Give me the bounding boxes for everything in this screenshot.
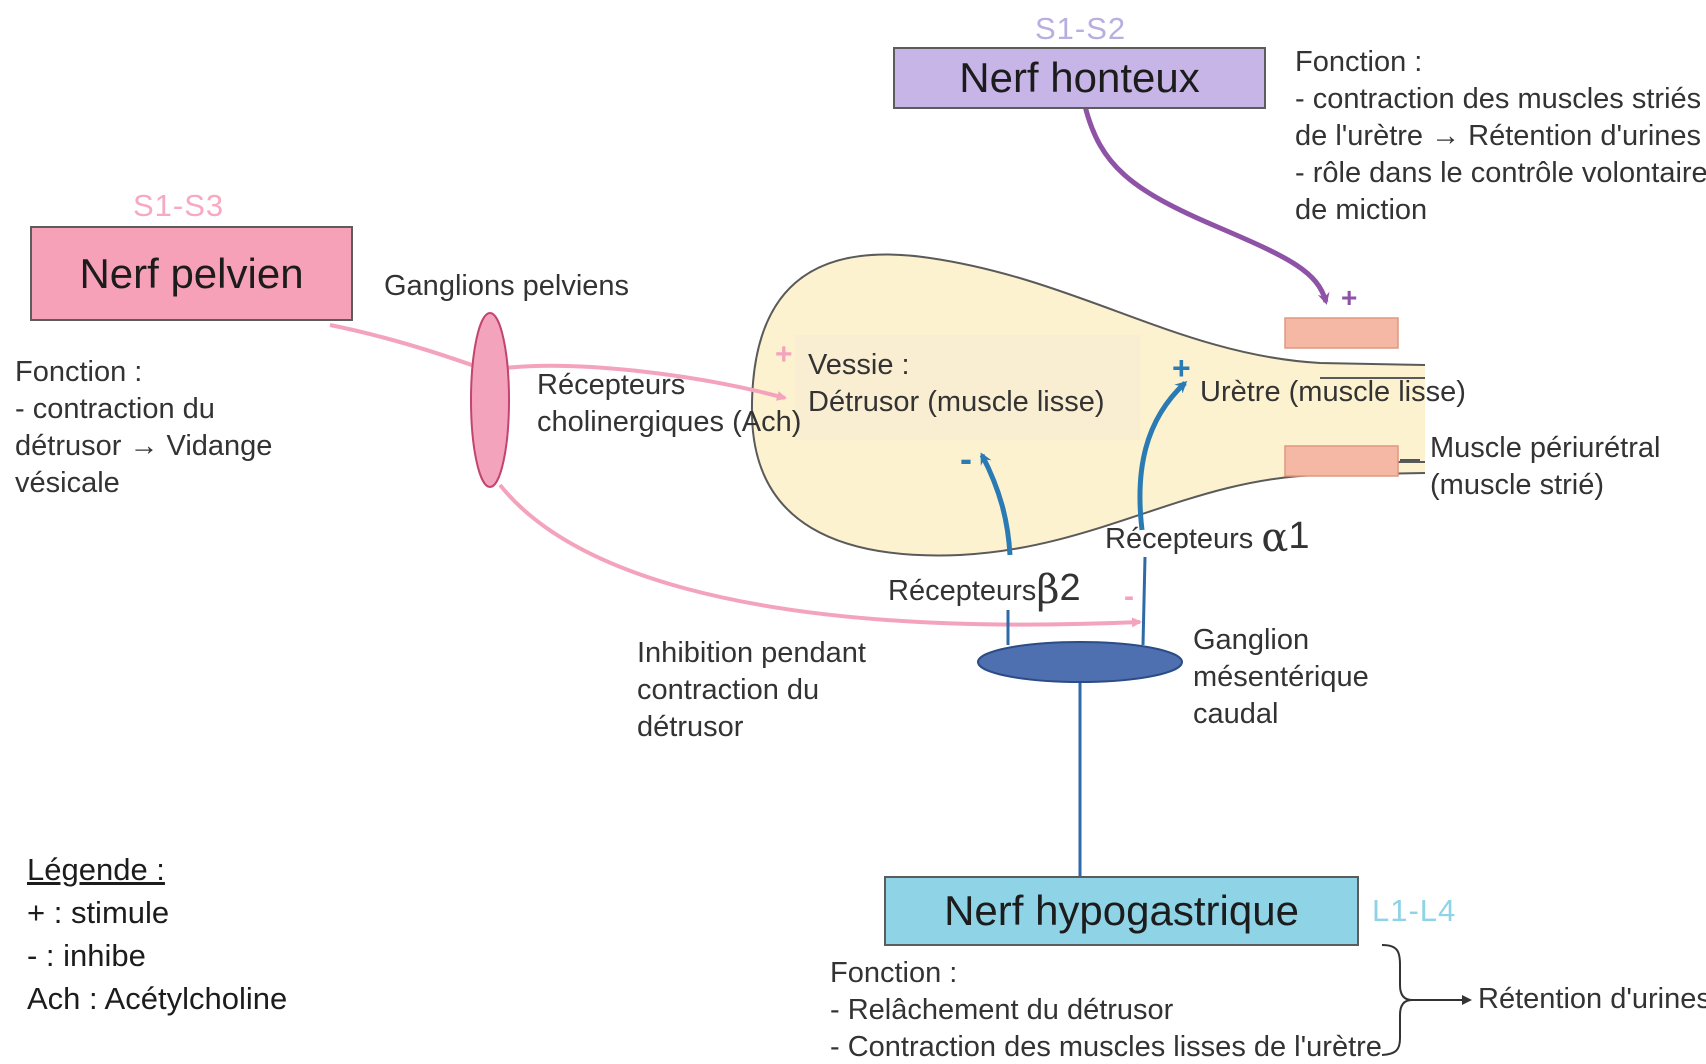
bladder-line: Détrusor (muscle lisse) [808, 386, 1105, 418]
legend-item: Ach : Acétylcholine [27, 981, 288, 1016]
hypogastric-function: Fonction : - Relâchement du détrusor - C… [830, 955, 1382, 1064]
pelvic-nerve-name: Nerf pelvien [79, 249, 304, 297]
pelvic-segment-label: S1-S3 [133, 188, 225, 223]
pudendal-function-line: de l'urètre → Rétention d'urines [1295, 120, 1702, 152]
beta2-receptor-label: Récepteursβ2 [888, 565, 1081, 615]
striated-plus-sign: + [1341, 282, 1358, 313]
pudendal-arrow [1082, 105, 1330, 305]
mesenteric-line: caudal [1193, 698, 1279, 730]
alpha-symbol: α [1261, 515, 1289, 561]
hypogastric-nerve-box: Nerf hypogastrique [884, 876, 1359, 946]
pelvic-ganglion [470, 312, 510, 488]
striated-muscle-top [1284, 317, 1399, 349]
detrusor-minus-sign: - [960, 438, 972, 479]
bladder-label: Vessie : Détrusor (muscle lisse) [808, 347, 1105, 421]
legend-item: - : inhibe [27, 938, 146, 973]
pelvic-arrow-to-mesenteric-ganglion [498, 483, 1142, 628]
inhibition-line: contraction du [637, 674, 820, 706]
bladder-plus-sign: + [775, 338, 793, 371]
function-brace [1381, 944, 1413, 1056]
periurethral-muscle-label: Muscle périurétral (muscle strié) [1430, 430, 1660, 504]
pudendal-function-line: Fonction : [1295, 46, 1423, 78]
cholinergic-line: Récepteurs [537, 369, 686, 401]
hypogastric-nerve-name: Nerf hypogastrique [944, 887, 1299, 934]
alpha1-number: 1 [1288, 515, 1310, 557]
mesenteric-ganglion-label: Ganglion mésentérique caudal [1193, 622, 1369, 733]
legend-item: + : stimule [27, 895, 170, 930]
pelvic-arrow-to-bladder [504, 363, 787, 401]
pelvic-ganglia-label: Ganglions pelviens [384, 270, 630, 302]
pudendal-nerve-name: Nerf honteux [959, 54, 1200, 101]
beta2-prefix: Récepteurs [888, 575, 1037, 607]
pudendal-function-line: - rôle dans le contrôle volontaire [1295, 157, 1706, 189]
inhibition-line: Inhibition pendant [637, 637, 866, 669]
pudendal-function: Fonction : - contraction des muscles str… [1295, 44, 1706, 229]
alpha1-prefix: Récepteurs [1105, 523, 1262, 555]
pudendal-function-line: - contraction des muscles striés [1295, 83, 1702, 115]
mesenteric-line: Ganglion [1193, 624, 1310, 656]
beta2-number: 2 [1059, 567, 1081, 609]
inhibition-line: détrusor [637, 711, 744, 743]
ganglion-minus-sign: - [1124, 580, 1134, 613]
alpha1-arrow [1137, 380, 1188, 531]
beta2-arrow [979, 452, 1013, 556]
striated-muscle-bottom [1284, 445, 1399, 477]
inhibition-label: Inhibition pendant contraction du détrus… [637, 635, 866, 746]
pudendal-nerve-box: Nerf honteux [893, 47, 1266, 109]
pelvic-function: Fonction : - contraction du détrusor → V… [15, 354, 272, 502]
hypogastric-outcome: Rétention d'urines [1478, 983, 1706, 1015]
cholinergic-line: cholinergiques (Ach) [537, 406, 802, 438]
bladder-line: Vessie : [808, 349, 910, 381]
beta-symbol: β [1036, 567, 1060, 613]
pelvic-fiber-to-ganglion [329, 323, 481, 370]
legend-title: Légende : [27, 852, 165, 887]
detrusor-highlight [795, 335, 1140, 440]
mesenteric-ganglion [977, 641, 1183, 683]
pelvic-function-line: détrusor → Vidange [15, 430, 273, 462]
cholinergic-receptors-label: Récepteurs cholinergiques (Ach) [537, 367, 801, 441]
alpha1-receptor-label: Récepteurs α1 [1105, 513, 1310, 563]
periurethral-line: (muscle strié) [1430, 469, 1605, 501]
pudendal-function-line: de miction [1295, 194, 1428, 226]
pelvic-function-line: vésicale [15, 467, 120, 499]
periurethral-line: Muscle périurétral [1430, 432, 1661, 464]
pudendal-segment-label: S1-S2 [1035, 11, 1127, 46]
pelvic-function-line: Fonction : [15, 356, 143, 388]
urethra-plus-sign: + [1172, 350, 1191, 386]
pelvic-nerve-box: Nerf pelvien [30, 226, 353, 321]
alpha1-stem [1141, 556, 1147, 646]
pelvic-function-line: - contraction du [15, 393, 215, 425]
legend: Légende : + : stimule - : inhibe Ach : A… [27, 848, 287, 1020]
hypogastric-function-line: - Contraction des muscles lisses de l'ur… [830, 1031, 1382, 1063]
hypogastric-function-line: - Relâchement du détrusor [830, 994, 1174, 1026]
mesenteric-line: mésentérique [1193, 661, 1369, 693]
hypogastric-segment-label: L1-L4 [1372, 893, 1457, 928]
hypogastric-function-line: Fonction : [830, 957, 958, 989]
urethra-label: Urètre (muscle lisse) [1200, 376, 1466, 408]
